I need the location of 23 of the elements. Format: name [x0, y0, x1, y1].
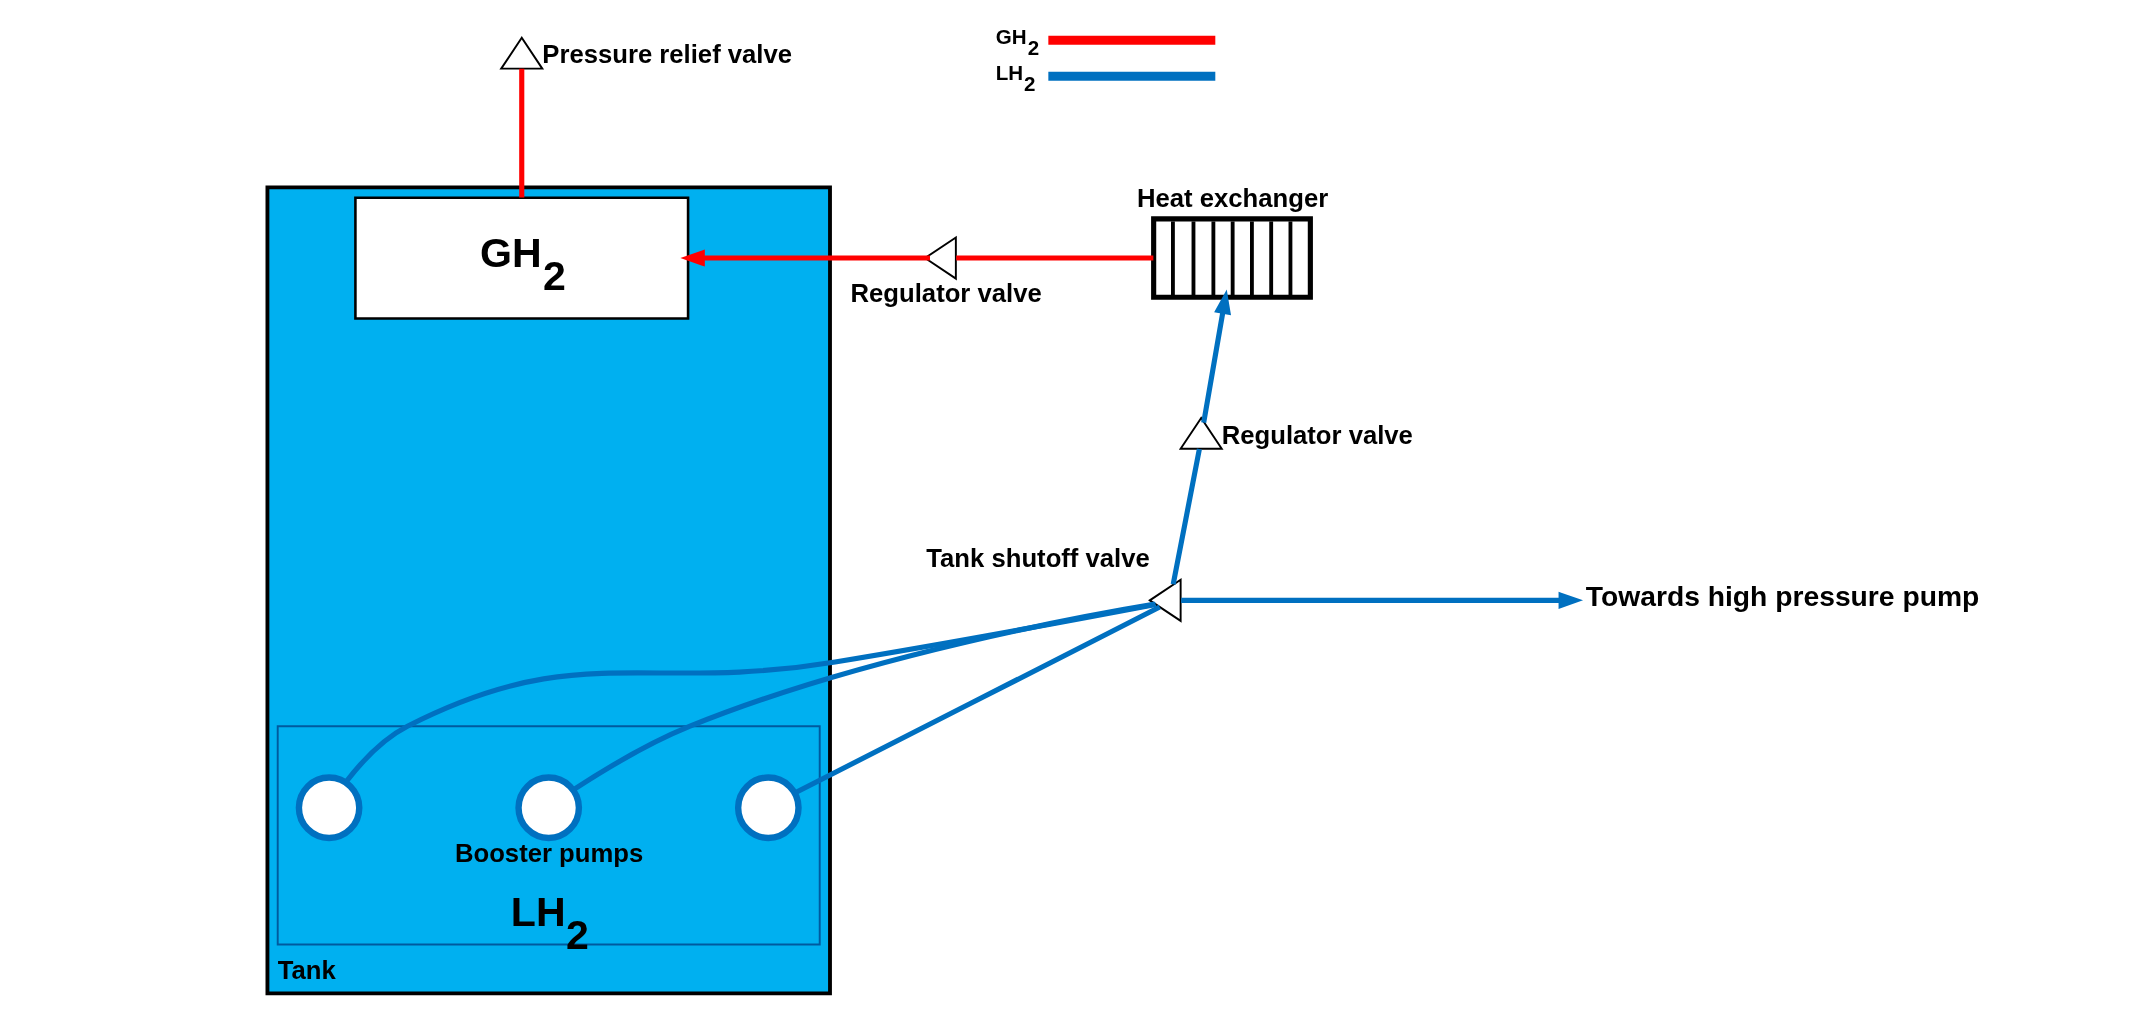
- node-pump: [514, 774, 582, 842]
- node-valve: [1147, 577, 1182, 623]
- connector: [343, 601, 1156, 784]
- arrow: [1180, 591, 1583, 609]
- node-label: Pressure relief valve: [541, 40, 792, 69]
- node-text: Towards high pressure pump: [1585, 580, 1979, 613]
- node-box: [1150, 216, 1313, 300]
- connector: [793, 604, 1161, 796]
- node-label: Booster pumps: [454, 838, 643, 867]
- node-label: Regulator valve: [850, 278, 1042, 307]
- node-pump: [295, 774, 362, 842]
- node-pump: [734, 774, 802, 842]
- connector: [518, 68, 524, 198]
- connector: [1170, 448, 1202, 585]
- arrow: [1200, 289, 1231, 424]
- node-label: Regulator valve: [1221, 420, 1413, 449]
- node-label: Heat exchanger: [1136, 183, 1328, 212]
- node-valve: [1178, 416, 1224, 450]
- connector: [571, 601, 1155, 793]
- arrow: [679, 249, 930, 267]
- node-label: Tank shutoff valve: [925, 543, 1150, 572]
- node-valve: [498, 36, 544, 70]
- connector: [955, 255, 1153, 261]
